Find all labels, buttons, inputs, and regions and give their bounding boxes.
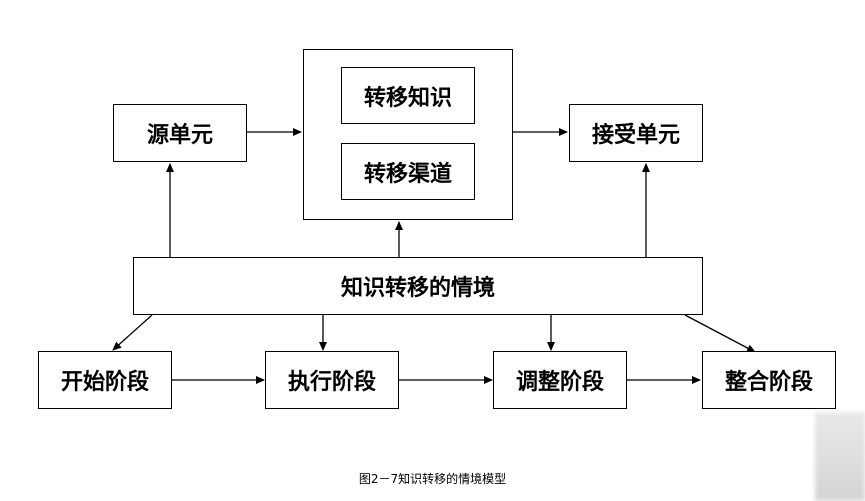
figure-caption: 图2－7知识转移的情境模型 (358, 472, 507, 486)
source-unit-label: 源单元 (146, 122, 213, 148)
stage-start-label: 开始阶段 (60, 369, 149, 395)
stage-execute-box: 执行阶段 (265, 351, 399, 409)
stage-adjust-box: 调整阶段 (493, 351, 627, 409)
stage-integrate-label: 整合阶段 (724, 369, 813, 395)
stage-execute-label: 执行阶段 (287, 369, 376, 395)
stage-start-box: 开始阶段 (38, 351, 172, 409)
context-box: 知识转移的情境 (133, 257, 703, 315)
transfer-channel-label: 转移渠道 (363, 160, 452, 187)
transfer-channel-box: 转移渠道 (341, 143, 475, 200)
blurred-corner-region (815, 412, 865, 501)
stage-integrate-box: 整合阶段 (702, 351, 836, 409)
transfer-knowledge-label: 转移知识 (363, 84, 452, 111)
transfer-knowledge-box: 转移知识 (341, 67, 475, 124)
stage-adjust-label: 调整阶段 (515, 369, 604, 395)
receiver-unit-box: 接受单元 (569, 104, 703, 162)
arrow-context-to-start (112, 314, 153, 351)
arrow-context-to-integrate (684, 314, 756, 353)
source-unit-box: 源单元 (113, 104, 247, 162)
receiver-unit-label: 接受单元 (591, 122, 680, 148)
context-label: 知识转移的情境 (340, 275, 495, 301)
